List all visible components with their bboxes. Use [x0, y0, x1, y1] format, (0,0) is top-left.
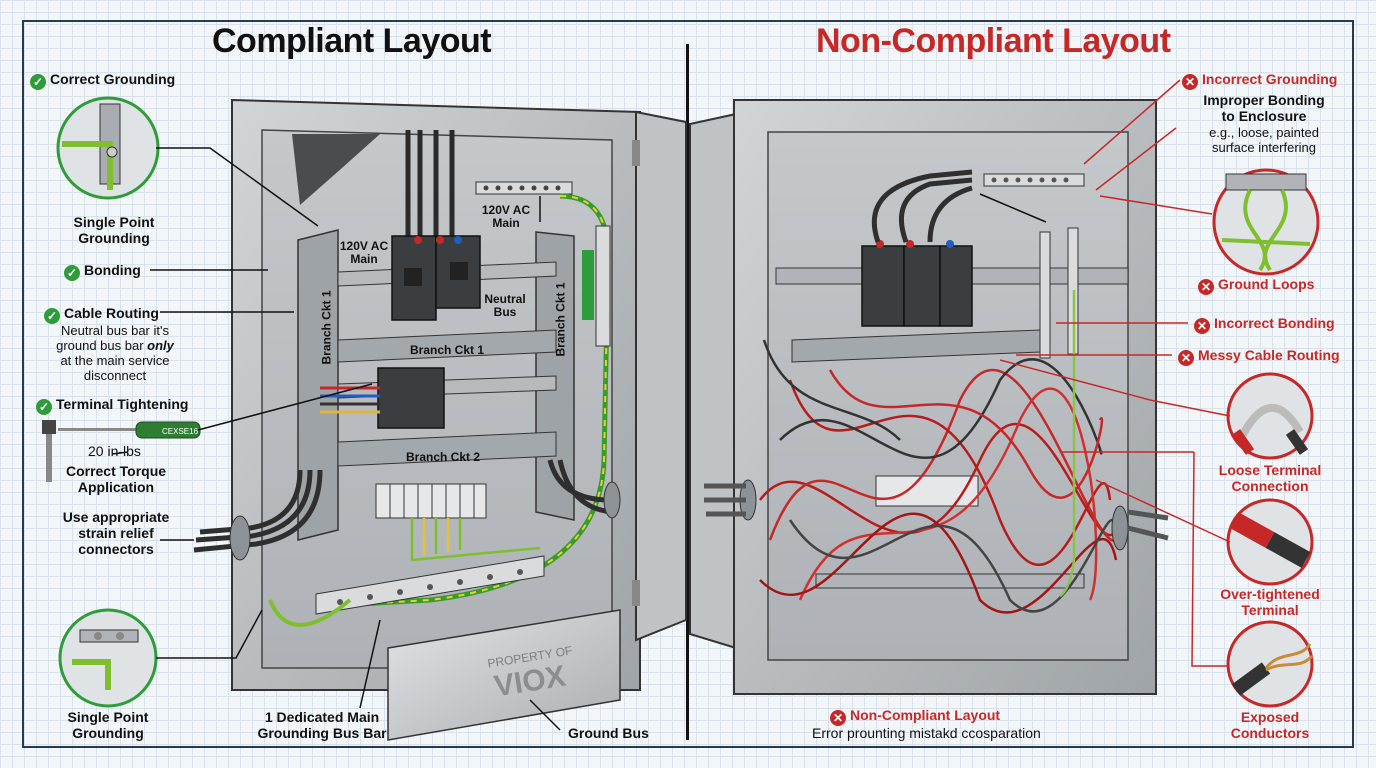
diagram-frame — [22, 20, 1354, 748]
non-compliant-footer-note: Error prounting mistakd ccosparation — [812, 725, 1041, 741]
x-icon: ✕ — [1178, 350, 1194, 366]
exposed-conductors-circle — [1226, 620, 1314, 708]
improper-bonding-label: Improper Bonding to Enclosure — [1203, 92, 1325, 124]
exposed-conductors-label: Exposed Conductors — [1230, 709, 1310, 741]
screwdriver-label: CEXSE16 — [162, 427, 199, 436]
branch-ckt-1-label: Branch Ckt 1 — [410, 343, 485, 357]
x-icon: ✕ — [1182, 74, 1198, 90]
bonding-label: ✓Bonding — [64, 262, 141, 281]
correct-grounding-label: ✓Correct Grounding — [30, 71, 175, 90]
branch-ckt-2-label: Branch Ckt 2 — [406, 450, 481, 464]
loose-terminal-label: Loose Terminal Connection — [1218, 462, 1322, 494]
ground-loops-label: ✕Ground Loops — [1198, 276, 1314, 295]
center-divider — [686, 44, 689, 740]
dedicated-bus-label: 1 Dedicated Main Grounding Bus Bar — [257, 709, 387, 741]
compliant-title: Compliant Layout — [212, 22, 492, 60]
non-compliant-title: Non-Compliant Layout — [816, 22, 1171, 60]
strain-relief-label: Use appropriate strain relief connectors — [62, 509, 170, 557]
over-tightened-label: Over-tightened Terminal — [1220, 586, 1320, 618]
ground-loops-circle — [1212, 168, 1320, 276]
cable-routing-note: Neutral bus bar it's ground bus bar only… — [56, 323, 174, 383]
grounding-detail-circle-bottom — [58, 608, 158, 708]
grounding-detail-circle-top — [56, 96, 160, 200]
check-icon: ✓ — [44, 308, 60, 324]
x-icon: ✕ — [1198, 279, 1214, 295]
correct-torque-label: Correct Torque Application — [65, 463, 167, 495]
x-icon: ✕ — [830, 710, 846, 726]
over-tightened-circle — [1226, 498, 1314, 586]
torque-value: 20 in-lbs — [88, 443, 141, 459]
incorrect-grounding-label: ✕Incorrect Grounding — [1182, 71, 1337, 90]
single-point-grounding-top-label: Single Point Grounding — [73, 214, 155, 246]
loose-terminal-circle — [1226, 372, 1314, 460]
ground-bus-label: Ground Bus — [568, 725, 649, 741]
incorrect-bonding-label: ✕Incorrect Bonding — [1194, 315, 1335, 334]
check-icon: ✓ — [36, 399, 52, 415]
non-compliant-enclosure — [689, 99, 1169, 695]
screwdriver — [42, 420, 201, 482]
terminal-tightening-label: ✓Terminal Tightening — [36, 396, 189, 415]
single-point-grounding-bottom-label: Single Point Grounding — [67, 709, 149, 741]
non-compliant-footer-title: ✕Non-Compliant Layout — [830, 707, 1000, 726]
cable-routing-label: ✓Cable Routing — [44, 305, 159, 324]
messy-cable-routing-label: ✕Messy Cable Routing — [1178, 347, 1340, 366]
x-icon: ✕ — [1194, 318, 1210, 334]
compliant-enclosure — [193, 98, 687, 741]
check-icon: ✓ — [30, 74, 46, 90]
branch-ckt-vertical-left: Branch Ckt 1 — [319, 290, 334, 365]
check-icon: ✓ — [64, 265, 80, 281]
branch-ckt-vertical-right: Branch Ckt 1 — [553, 282, 568, 357]
improper-bonding-note: e.g., loose, painted surface interfering — [1209, 125, 1319, 155]
